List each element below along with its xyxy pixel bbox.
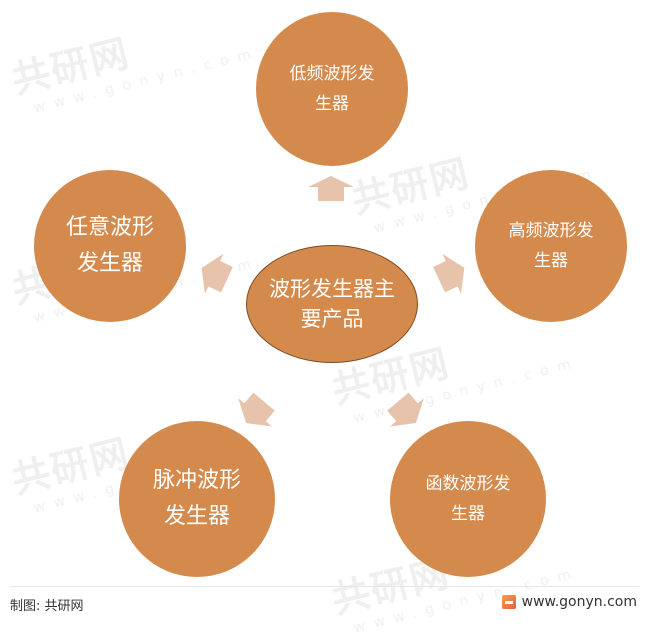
node-label: 任意波形 [65,215,154,240]
center-label: 波形发生器主要产品 [269,277,395,331]
node-label: 生器 [451,504,485,524]
node-function-generator: 函数波形发生器 [390,421,546,577]
node-label: 低频波形发 [289,64,375,84]
site-credit: www.gonyn.com [501,594,637,610]
node-high-frequency-generator: 高频波形发生器 [475,170,627,322]
node-label: 发生器 [163,504,230,529]
arrow-left-icon [201,253,233,294]
footer-divider [10,586,639,587]
gonyn-logo-icon [501,595,516,609]
source-credit: 制图: 共研网 [10,599,84,614]
node-label: 函数波形发 [425,474,511,494]
node-label: 生器 [534,251,568,271]
node-low-frequency-generator: 低频波形发生器 [256,12,408,166]
node-label: 生器 [315,94,349,114]
site-url: www.gonyn.com [521,594,637,610]
node-label: 高频波形发 [508,221,594,241]
arrow-right-icon [433,253,465,294]
center-node: 波形发生器主要产品 [246,245,418,363]
arrows [201,176,465,427]
arrow-down-right-icon [387,392,424,427]
node-pulse-generator: 脉冲波形发生器 [119,421,275,577]
node-label: 发生器 [76,251,143,276]
arrow-down-left-icon [238,392,275,427]
node-label: 脉冲波形 [152,468,241,493]
arrow-up-icon [308,176,354,201]
node-arbitrary-generator: 任意波形发生器 [34,170,186,322]
